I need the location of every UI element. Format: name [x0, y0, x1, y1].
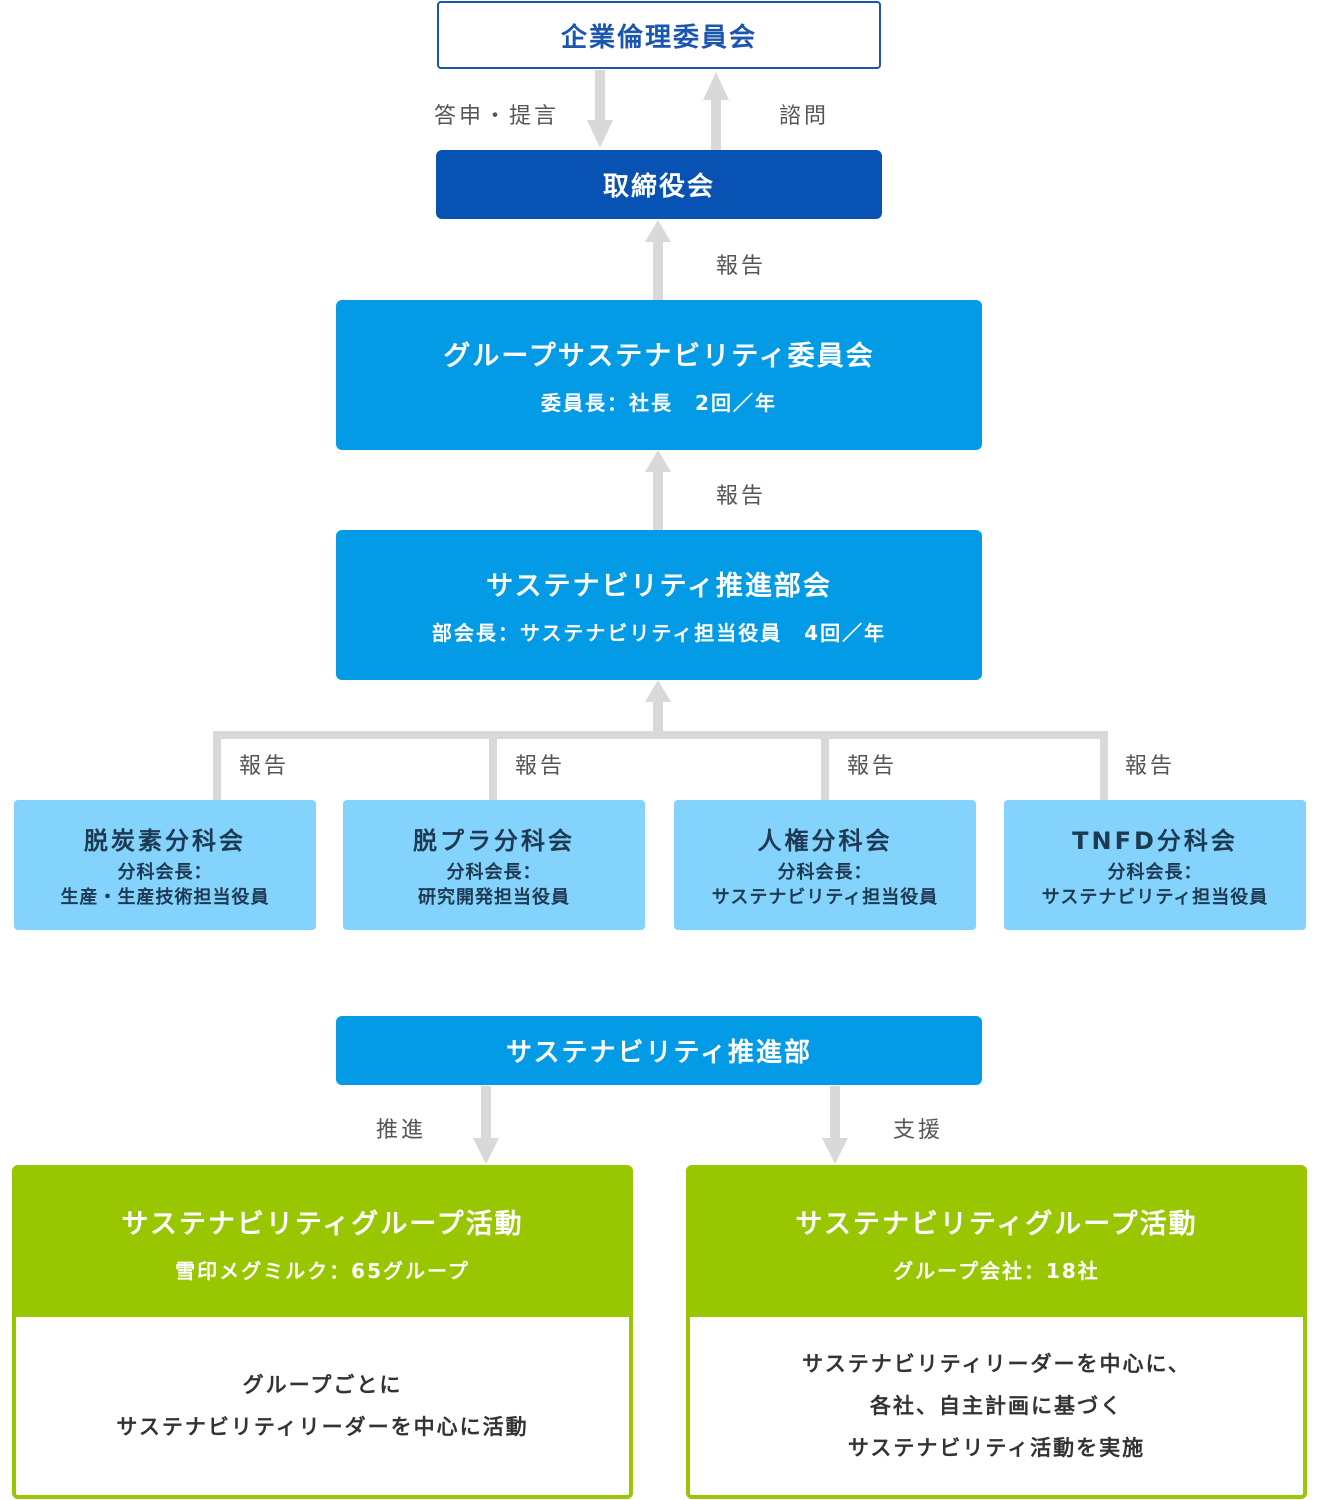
- sustainability-promotion-meeting-box: サステナビリティ推進部会 部会長：サステナビリティ担当役員 4回／年: [336, 530, 982, 680]
- connector-promote-line: [481, 1086, 491, 1138]
- activity-header: サステナビリティグループ活動 雪印メグミルク：65グループ: [16, 1169, 629, 1317]
- group-committee-subtitle: 委員長：社長 2回／年: [541, 391, 777, 415]
- activity-body: グループごとに サステナビリティリーダーを中心に活動: [16, 1317, 629, 1495]
- ethics-committee-title: 企業倫理委員会: [560, 22, 757, 53]
- connector-report-committee-line: [653, 470, 663, 530]
- subcommittee-chair: 研究開発担当役員: [418, 886, 570, 908]
- subcommittee-title: 脱炭素分科会: [84, 826, 246, 855]
- label-report-sub4: 報告: [1125, 754, 1176, 779]
- connector-report-board-arrowhead: [645, 220, 671, 242]
- subcommittee-chair: サステナビリティ担当役員: [711, 886, 939, 908]
- subcommittee-chair-label: 分科会長：: [777, 861, 873, 883]
- subcommittee-title: TNFD分科会: [1072, 826, 1238, 855]
- connector-branch-3: [821, 731, 829, 800]
- subcommittee-chair-label: 分科会長：: [117, 861, 213, 883]
- activity-box-megmilk: サステナビリティグループ活動 雪印メグミルク：65グループ グループごとに サス…: [12, 1165, 633, 1499]
- label-report-board: 報告: [716, 254, 767, 279]
- group-sustainability-committee-box: グループサステナビリティ委員会 委員長：社長 2回／年: [336, 300, 982, 450]
- subcommittee-chair-label: 分科会長：: [1107, 861, 1203, 883]
- sustainability-promotion-dept-box: サステナビリティ推進部: [336, 1016, 982, 1085]
- label-promote: 推進: [376, 1118, 427, 1143]
- label-report-sub2: 報告: [515, 754, 566, 779]
- label-report-sub3: 報告: [847, 754, 898, 779]
- activity-header: サステナビリティグループ活動 グループ会社：18社: [690, 1169, 1303, 1317]
- subcommittee-chair: サステナビリティ担当役員: [1041, 886, 1269, 908]
- subcommittee-title: 人権分科会: [757, 826, 893, 855]
- label-consult: 諮問: [779, 104, 830, 129]
- promotion-meeting-subtitle: 部会長：サステナビリティ担当役員 4回／年: [431, 621, 887, 645]
- promotion-meeting-title: サステナビリティ推進部会: [486, 571, 832, 602]
- activity-box-group-companies: サステナビリティグループ活動 グループ会社：18社 サステナビリティリーダーを中…: [686, 1165, 1307, 1499]
- ethics-committee-box: 企業倫理委員会: [437, 1, 881, 69]
- board-of-directors-box: 取締役会: [436, 150, 882, 219]
- connector-branch-2: [489, 731, 497, 800]
- label-report-committee: 報告: [716, 484, 767, 509]
- connector-report-meeting-arrowhead: [645, 680, 671, 702]
- connector-support-arrowhead: [822, 1138, 848, 1164]
- connector-report-board-line: [653, 240, 663, 300]
- connector-report-committee-arrowhead: [645, 450, 671, 472]
- connector-branch-4: [1100, 731, 1108, 800]
- activity-body-line: サステナビリティリーダーを中心に、: [802, 1352, 1191, 1376]
- activity-body-line: 各社、自主計画に基づく: [870, 1394, 1123, 1418]
- connector-report-meeting-line: [653, 700, 663, 736]
- connector-answer-arrowhead: [587, 120, 613, 148]
- connector-support-line: [830, 1086, 840, 1138]
- label-support: 支援: [893, 1118, 944, 1143]
- label-answer-proposal: 答申・提言: [434, 104, 560, 129]
- subcommittee-title: 脱プラ分科会: [413, 826, 575, 855]
- activity-subtitle: グループ会社：18社: [893, 1259, 1100, 1283]
- group-committee-title: グループサステナビリティ委員会: [443, 341, 875, 372]
- connector-branch-1: [213, 731, 221, 800]
- label-report-sub1: 報告: [239, 754, 290, 779]
- connector-branch-horizontal: [213, 731, 1108, 739]
- promotion-dept-title: サステナビリティ推進部: [506, 1038, 812, 1068]
- connector-consult-arrowhead: [703, 72, 729, 100]
- subcommittee-decarbonization: 脱炭素分科会 分科会長： 生産・生産技術担当役員: [14, 800, 316, 930]
- subcommittee-human-rights: 人権分科会 分科会長： サステナビリティ担当役員: [674, 800, 976, 930]
- subcommittee-plastic-reduction: 脱プラ分科会 分科会長： 研究開発担当役員: [343, 800, 645, 930]
- activity-body-line: グループごとに: [242, 1373, 403, 1397]
- connector-promote-arrowhead: [473, 1138, 499, 1164]
- board-of-directors-title: 取締役会: [602, 172, 715, 202]
- activity-title: サステナビリティグループ活動: [795, 1209, 1198, 1240]
- activity-body-line: サステナビリティリーダーを中心に活動: [116, 1415, 529, 1439]
- subcommittee-chair-label: 分科会長：: [446, 861, 542, 883]
- subcommittee-tnfd: TNFD分科会 分科会長： サステナビリティ担当役員: [1004, 800, 1306, 930]
- activity-body-line: サステナビリティ活動を実施: [847, 1436, 1146, 1460]
- subcommittee-chair: 生産・生産技術担当役員: [60, 886, 270, 908]
- activity-title: サステナビリティグループ活動: [121, 1209, 524, 1240]
- connector-consult-line: [711, 98, 721, 150]
- activity-subtitle: 雪印メグミルク：65グループ: [175, 1259, 470, 1283]
- connector-answer-line: [595, 70, 605, 122]
- activity-body: サステナビリティリーダーを中心に、 各社、自主計画に基づく サステナビリティ活動…: [690, 1317, 1303, 1495]
